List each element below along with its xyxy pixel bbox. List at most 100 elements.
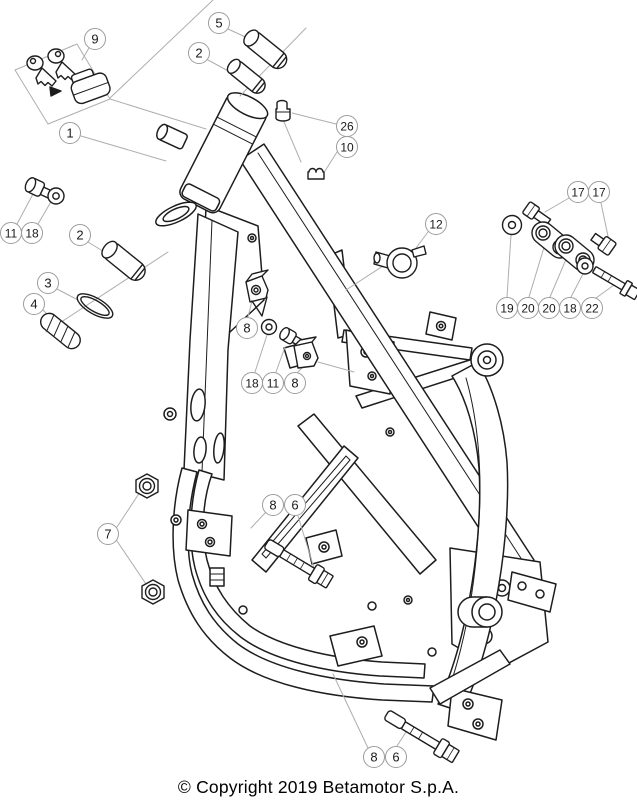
front-beam: [183, 213, 239, 481]
leader-line: [549, 256, 568, 298]
frame-illustration: [155, 92, 557, 741]
svg-text:17: 17: [571, 186, 585, 200]
callout-26: 26: [336, 115, 358, 137]
leader-line: [254, 334, 268, 373]
leader-line: [324, 151, 338, 172]
svg-text:8: 8: [243, 321, 250, 336]
svg-text:8: 8: [269, 498, 276, 513]
leader-line: [283, 121, 302, 163]
clip-10: [307, 167, 325, 180]
bolt-17-right: [590, 232, 617, 256]
leader-line: [570, 273, 584, 298]
leader-line: [297, 515, 315, 569]
leader-line: [81, 47, 90, 61]
svg-text:9: 9: [91, 32, 98, 47]
callout-22: 22: [581, 297, 603, 319]
callout-5: 5: [208, 12, 230, 34]
bushing-2-left: [101, 240, 146, 281]
washer-18-right: [576, 257, 594, 275]
leader-line: [291, 112, 337, 125]
svg-text:8: 8: [370, 750, 377, 765]
callout-8: 8: [363, 746, 385, 768]
leader-line: [56, 288, 79, 301]
washer-18-upper: [47, 187, 65, 205]
leader-line: [506, 234, 512, 298]
callout-4: 4: [23, 293, 45, 315]
svg-text:22: 22: [585, 302, 599, 316]
callout-9: 9: [84, 28, 106, 50]
bracket-8-upper: [245, 269, 269, 317]
svg-text:20: 20: [521, 302, 535, 316]
svg-text:18: 18: [25, 227, 39, 241]
svg-text:4: 4: [30, 297, 37, 312]
svg-text:12: 12: [429, 218, 443, 232]
lower-bearing-seat: [155, 201, 197, 227]
callout-11: 11: [0, 222, 22, 244]
leader-line: [45, 251, 169, 333]
leader-line: [109, 0, 214, 99]
bolt-22: [592, 266, 637, 301]
svg-text:11: 11: [267, 377, 280, 391]
svg-text:7: 7: [104, 527, 111, 542]
rear-lower-brackets: [447, 687, 503, 741]
callout-18: 18: [559, 297, 581, 319]
svg-text:10: 10: [340, 141, 354, 155]
bracket-8-mid: [293, 336, 319, 369]
callout-17: 17: [567, 181, 589, 203]
nut-7-upper: [135, 473, 159, 499]
svg-text:18: 18: [563, 302, 577, 316]
lock-cylinder: [70, 68, 111, 105]
copyright-text: © Copyright 2019 Betamotor S.p.A.: [177, 777, 460, 797]
leader-line: [247, 300, 253, 318]
leader-line: [116, 540, 147, 585]
callout-19: 19: [496, 297, 518, 319]
svg-text:2: 2: [76, 228, 83, 243]
callout-18: 18: [241, 372, 263, 394]
callout-8: 8: [262, 494, 284, 516]
callout-10: 10: [336, 136, 358, 158]
leader-line: [109, 98, 207, 130]
bushing-5: [243, 29, 288, 70]
steering-head: [155, 92, 269, 227]
callout-20: 20: [517, 297, 539, 319]
lock-kit-group: [14, 43, 111, 125]
callout-6: 6: [385, 746, 407, 768]
svg-text:6: 6: [392, 750, 399, 765]
callout-8: 8: [236, 317, 258, 339]
leader-line: [80, 135, 167, 162]
svg-text:5: 5: [215, 16, 222, 31]
clamp-12: [373, 245, 427, 279]
direction-arrow-icon: [49, 86, 62, 97]
bushing-2-upper: [226, 58, 266, 94]
leader-line: [345, 263, 387, 291]
svg-text:8: 8: [291, 376, 298, 391]
head-stub: [156, 123, 188, 150]
leader-line: [250, 511, 267, 529]
leader-line: [37, 199, 53, 225]
leader-line: [275, 346, 286, 373]
callout-20: 20: [538, 297, 560, 319]
shock-mount-bearing: [470, 343, 504, 377]
callout-2: 2: [69, 224, 91, 246]
leader-line: [528, 243, 546, 298]
callout-8: 8: [284, 372, 306, 394]
svg-text:17: 17: [592, 186, 606, 200]
nut-7-lower: [141, 579, 165, 605]
leader-line: [332, 673, 369, 749]
leader-line: [116, 491, 141, 528]
leader-line: [544, 197, 570, 213]
callout-12: 12: [425, 213, 447, 235]
svg-text:3: 3: [44, 276, 51, 291]
callout-17: 17: [588, 181, 610, 203]
svg-text:1: 1: [66, 126, 73, 141]
callout-11: 11: [262, 372, 284, 394]
bushing-4: [39, 312, 81, 350]
callout-6: 6: [284, 494, 306, 516]
keys: [26, 48, 77, 87]
bolt-6-bottom: [384, 710, 460, 764]
callout-7: 7: [97, 523, 119, 545]
svg-text:6: 6: [291, 498, 298, 513]
